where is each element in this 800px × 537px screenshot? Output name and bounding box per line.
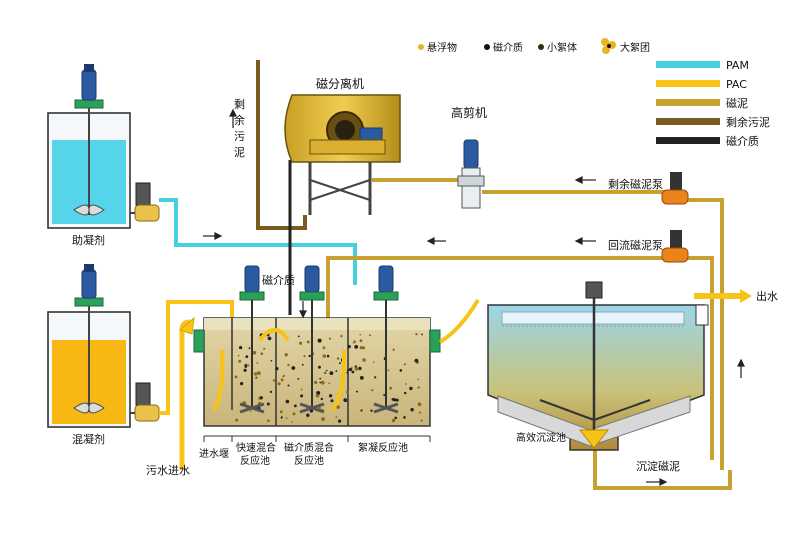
residual-mag-sludge-pump bbox=[661, 172, 689, 205]
legend-line-label: PAM bbox=[726, 59, 749, 72]
settled-sludge-pipe bbox=[593, 445, 732, 490]
tank-brackets bbox=[203, 435, 431, 442]
rapid-mix-label-1: 快速混合 bbox=[236, 441, 276, 454]
high-efficiency-settling-tank bbox=[487, 281, 709, 451]
magnetic-separator-label: 磁分离机 bbox=[316, 76, 364, 91]
settling-tank-label: 高效沉淀池 bbox=[516, 431, 566, 444]
motor-icon bbox=[81, 69, 97, 101]
outlet-arrow-icon bbox=[740, 289, 752, 303]
magnetic-media-feed-label: 磁介质 bbox=[262, 274, 295, 287]
coagulant-aid-label: 助凝剂 bbox=[72, 233, 105, 247]
legend-suspended: 悬浮物 bbox=[427, 41, 457, 54]
pam-dosing-pump bbox=[130, 182, 160, 222]
magnetic-separator bbox=[284, 94, 401, 215]
legend-magnetic-media: 磁介质 bbox=[493, 41, 523, 54]
agitator bbox=[299, 265, 325, 414]
legend-line-swatch bbox=[656, 99, 720, 106]
legend-large-floc: 大絮团 bbox=[620, 41, 650, 54]
mag-mix-label-1: 磁介质混合 bbox=[284, 441, 334, 454]
legend-line-label: 磁泥 bbox=[726, 97, 748, 110]
legend-line-swatch bbox=[656, 61, 720, 68]
residual-sludge-vertical-label: 剩 余 污 泥 bbox=[234, 98, 245, 159]
magnetic-media-dot-icon bbox=[484, 44, 490, 50]
flocculation-label: 絮凝反应池 bbox=[358, 441, 408, 454]
sewage-inlet-pipe bbox=[179, 319, 191, 470]
legend-particles: 悬浮物 磁介质 小絮体 大絮团 bbox=[418, 38, 650, 54]
reaction-tanks bbox=[193, 317, 441, 427]
coagulant-label: 混凝剂 bbox=[72, 432, 105, 446]
legend-line-swatch bbox=[656, 80, 720, 87]
large-floc-icon bbox=[601, 38, 616, 54]
agitators bbox=[239, 265, 399, 414]
legend-small-floc: 小絮体 bbox=[547, 41, 577, 54]
tank-flow-arrows bbox=[212, 298, 531, 412]
motor-icon bbox=[463, 139, 479, 169]
legend-line-label: 磁介质 bbox=[726, 135, 759, 148]
sewage-inlet-label: 污水进水 bbox=[146, 464, 190, 477]
motor-icon bbox=[81, 269, 97, 299]
residual-mag-pump-label: 剩余磁泥泵 bbox=[608, 177, 663, 191]
coagulant-aid-tank bbox=[47, 64, 131, 229]
residual-sludge-char: 剩 bbox=[234, 98, 245, 111]
residual-sludge-char: 余 bbox=[234, 113, 245, 127]
rapid-mix-label-2: 反应池 bbox=[240, 454, 270, 467]
inlet-weir-label: 进水堰 bbox=[199, 448, 229, 460]
legend-line-swatch bbox=[656, 118, 720, 125]
residual-sludge-char: 污 bbox=[234, 130, 245, 143]
pac-pipe bbox=[159, 300, 234, 415]
legend-line-swatch bbox=[656, 137, 720, 144]
small-floc-dot-icon bbox=[538, 44, 544, 50]
return-mag-sludge-pump bbox=[661, 230, 689, 263]
legend-line-label: 剩余污泥 bbox=[726, 115, 770, 129]
mag-mix-label-2: 反应池 bbox=[294, 454, 324, 467]
agitator bbox=[239, 265, 265, 414]
residual-sludge-pipe bbox=[256, 60, 307, 230]
return-mag-pump-label: 回流磁泥泵 bbox=[608, 238, 663, 252]
outlet-label: 出水 bbox=[756, 289, 778, 303]
coagulant-tank bbox=[47, 264, 131, 428]
settled-sludge-label: 沉淀磁泥 bbox=[636, 459, 680, 473]
pac-dosing-pump bbox=[130, 382, 160, 422]
residual-sludge-char: 泥 bbox=[234, 146, 245, 159]
return-mag-sludge-pipe bbox=[326, 256, 714, 460]
suspended-dot-icon bbox=[418, 44, 424, 50]
high-shear-label: 高剪机 bbox=[451, 105, 487, 120]
legend-line-label: PAC bbox=[726, 78, 747, 91]
flow-arrows bbox=[203, 108, 745, 486]
agitator bbox=[373, 265, 399, 414]
high-shear-machine bbox=[457, 139, 485, 209]
